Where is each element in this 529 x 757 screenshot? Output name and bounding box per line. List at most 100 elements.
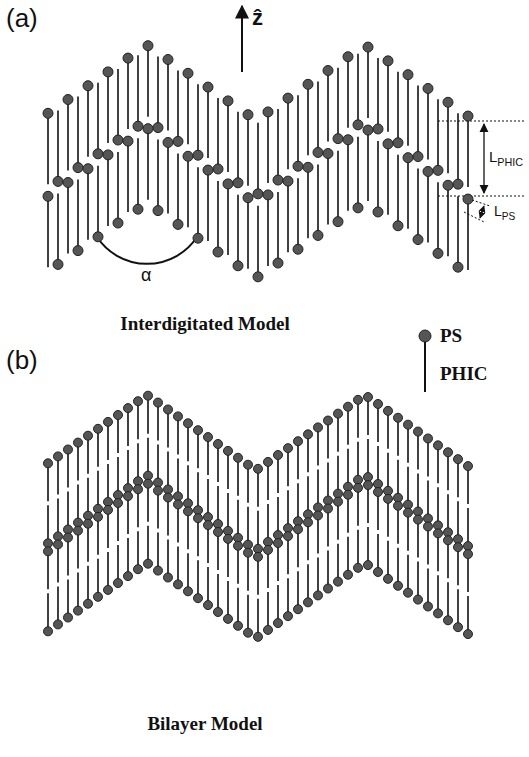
ps-head — [244, 628, 253, 637]
phic-tail — [147, 396, 149, 434]
ps-head — [164, 405, 173, 414]
ps-head — [344, 402, 353, 411]
ps-head — [344, 570, 353, 579]
phic-tail — [137, 531, 139, 569]
phic-tail — [407, 425, 409, 463]
phic-tail — [467, 508, 469, 546]
phic-tail — [357, 54, 359, 125]
ps-head — [374, 399, 383, 408]
ps-head — [193, 150, 203, 160]
phic-tail — [367, 47, 369, 118]
phic-tail — [77, 531, 79, 569]
phic-tail — [397, 418, 399, 456]
ps-head — [344, 490, 353, 499]
ps-head — [434, 441, 443, 450]
ps-head — [84, 431, 93, 440]
ps-head — [384, 494, 393, 503]
ps-head — [43, 191, 53, 201]
phic-tail — [257, 557, 259, 595]
phic-tail — [207, 525, 209, 563]
ps-head — [114, 499, 123, 508]
phic-tail — [47, 463, 49, 501]
ps-head — [453, 179, 463, 189]
phic-tail — [167, 497, 169, 535]
ps-head — [214, 607, 223, 616]
ps-head — [154, 486, 163, 495]
phic-tail — [457, 459, 459, 497]
phic-tail — [247, 507, 249, 545]
ps-head — [94, 512, 103, 521]
ps-head — [294, 605, 303, 614]
phic-tail — [247, 198, 249, 269]
phic-tail — [57, 456, 59, 494]
ps-head — [194, 426, 203, 435]
ps-head — [134, 485, 143, 494]
ps-head — [134, 565, 143, 574]
ps-head — [114, 411, 123, 420]
phic-tail — [367, 485, 369, 523]
ps-head — [124, 572, 133, 581]
phic-tail — [227, 101, 229, 172]
phic-tail — [277, 543, 279, 581]
ps-head — [373, 124, 383, 134]
phic-tail — [97, 559, 99, 597]
axis-arrow — [241, 6, 243, 72]
phic-tail — [437, 533, 439, 571]
panel-label: (b) — [6, 346, 38, 375]
phic-tail — [307, 167, 309, 238]
phic-tail — [317, 427, 319, 465]
ps-head — [203, 82, 213, 92]
ps-head — [334, 497, 343, 506]
ps-head — [214, 439, 223, 448]
figure-caption: Bilayer Model — [147, 714, 262, 735]
phic-tail — [277, 109, 279, 180]
phic-tail — [317, 81, 319, 152]
phic-tail — [157, 445, 159, 483]
phic-tail — [347, 57, 349, 128]
phic-tail — [307, 522, 309, 560]
phic-tail — [107, 510, 109, 548]
ps-head — [214, 527, 223, 536]
ps-head — [264, 625, 273, 634]
phic-tail — [177, 458, 179, 496]
phic-tail — [247, 595, 249, 633]
ps-head — [464, 462, 473, 471]
phic-tail — [467, 466, 469, 504]
phic-tail — [467, 554, 469, 592]
ps-head — [243, 110, 253, 120]
ps-head — [154, 566, 163, 575]
ps-head — [73, 246, 83, 256]
ps-head — [194, 594, 203, 603]
ps-head — [353, 120, 363, 130]
ps-head — [124, 404, 133, 413]
phic-tail — [297, 483, 299, 521]
ps-head — [333, 217, 343, 227]
phic-tail — [437, 445, 439, 483]
phic-tail — [397, 72, 399, 143]
phic-tail — [347, 449, 349, 487]
ps-head — [54, 452, 63, 461]
ps-head — [183, 68, 193, 78]
phic-tail — [67, 100, 69, 171]
ps-head — [93, 232, 103, 242]
phic-tail — [87, 566, 89, 604]
phic-tail — [127, 408, 129, 446]
phic-tail — [447, 494, 449, 532]
phic-tail — [267, 462, 269, 500]
ps-head — [423, 83, 433, 93]
phic-tail — [297, 571, 299, 609]
phic-tail — [127, 450, 129, 488]
ps-head — [424, 602, 433, 611]
phic-tail — [407, 467, 409, 505]
ps-head — [363, 42, 373, 52]
phic-tail — [467, 199, 469, 270]
ps-head — [174, 412, 183, 421]
phic-tail — [167, 59, 169, 130]
phic-tail — [267, 195, 269, 266]
phic-tail — [57, 498, 59, 536]
phic-tail — [307, 476, 309, 514]
ps-head — [263, 107, 273, 117]
ps-head — [264, 457, 273, 466]
ps-head — [324, 584, 333, 593]
ps-head — [283, 176, 293, 186]
